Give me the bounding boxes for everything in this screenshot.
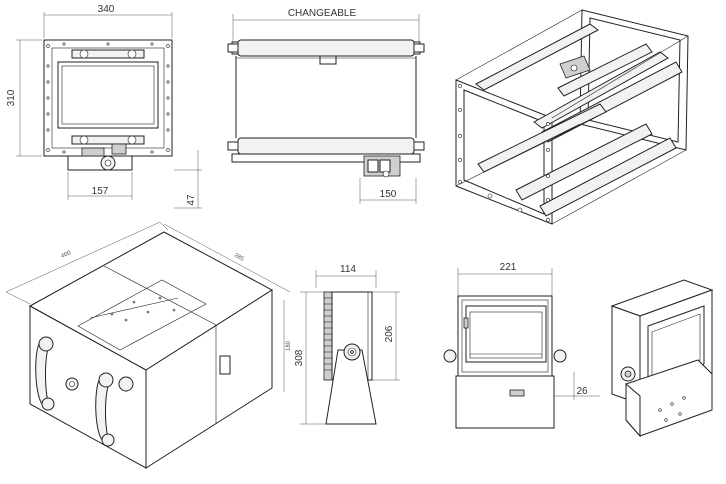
bracket-width-dimension: 157: [92, 186, 109, 197]
frame-holes: [458, 84, 550, 222]
mount-height-dimension: 308: [294, 349, 305, 366]
mount-width-dimension: 221: [500, 262, 517, 273]
side-roller-view: CHANGEABLE 150: [227, 8, 425, 204]
side-mount-view: 114 308 206: [294, 264, 400, 425]
cabinet-isometric-view: 400 285 180: [5, 221, 292, 469]
mount-depth-dimension: 114: [340, 264, 356, 275]
roller-length-dimension: CHANGEABLE: [288, 8, 357, 19]
bracket-depth-dimension: 47: [186, 194, 197, 206]
stand-holes: [658, 396, 686, 422]
cabinet-handles: [35, 336, 134, 447]
front-mount-view: 221 26: [443, 262, 600, 429]
cabinet-width-dimension: 285: [233, 253, 245, 264]
cabinet-height-dimension: 180: [286, 340, 292, 351]
lid-holes: [110, 296, 176, 322]
roller-base-dimension: 150: [380, 189, 397, 200]
frame-bolt-holes: [46, 42, 170, 154]
mount-isometric-view: [610, 279, 714, 438]
frame-width-dimension: 340: [98, 4, 115, 15]
front-frame-view: 340 310: [6, 4, 202, 209]
heatsink-fins: [324, 297, 332, 371]
mount-inner-height-dimension: 206: [384, 325, 395, 342]
frame-height-dimension: 310: [6, 89, 17, 106]
mount-offset-dimension: 26: [576, 386, 588, 397]
cabinet-length-dimension: 400: [60, 250, 72, 260]
roller-frame-isometric-view: [455, 9, 689, 225]
